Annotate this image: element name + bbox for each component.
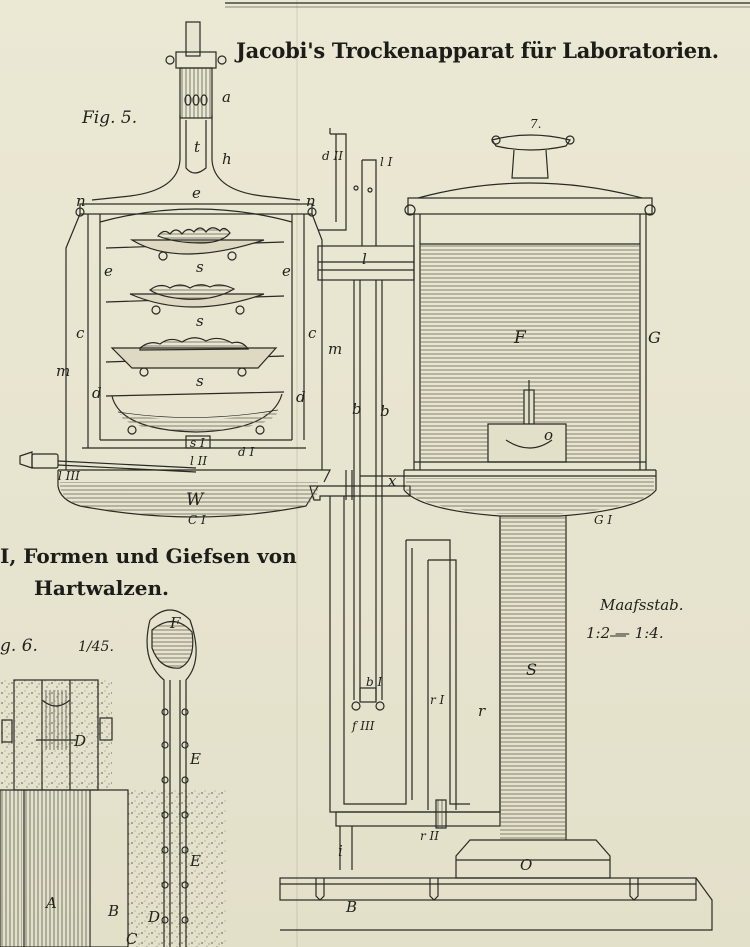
label-r: r [478,702,486,720]
label-s1: s I [190,436,205,450]
scale-title: Maafsstab. [600,596,684,614]
reservoir-vessel [279,134,713,931]
connecting-pipes [309,128,501,870]
label-W: W [186,490,204,510]
label-t: t [194,138,201,156]
label-n-right: n [306,192,316,210]
label-s-2: s [196,312,204,330]
label-b-right: b [380,402,390,420]
label-e-right: e [282,262,291,280]
plate-fold-crease [296,0,298,947]
fig5-drying-vessel [19,21,331,518]
label-h: h [222,150,232,168]
label-c-left: c [76,324,85,342]
label-b-left: b [352,400,362,418]
label-e-left: e [104,262,113,280]
label-O: O [520,856,533,874]
label-l: l [362,250,367,268]
label-C: C [126,930,138,947]
label-l3: l III [58,469,80,483]
label-m-left: m [56,362,71,380]
label-G: G [648,328,661,347]
label-G1: G I [594,513,613,527]
label-o: o [544,426,554,444]
fig6-caption: g. 6. [0,636,38,656]
scale-ratios: 1:2 — 1:4. [586,624,664,642]
section-title-line2: Hartwalzen. [34,576,169,600]
label-lid: 7. [530,117,542,131]
label-D-upper: D [74,732,87,750]
fig6-scale: 1/45. [78,639,114,655]
label-A: A [46,894,57,912]
label-i: i [338,842,343,860]
label-B-mould: B [108,902,120,920]
label-C1: C I [188,513,206,527]
label-s-1: s [196,258,204,276]
label-d2: d II [322,149,343,163]
label-s-3: s [196,372,204,390]
label-x: x [388,472,397,490]
label-r1: r I [430,693,445,707]
main-title: Jacobi's Trockenapparat für Laboratorien… [236,38,719,63]
label-a: a [222,88,231,106]
section-title-line1: I, Formen und Giefsen von [0,544,297,568]
label-l1: l I [380,155,393,169]
label-d-left: d [92,384,102,402]
label-E-lower: E [190,852,201,870]
label-c-right: c [308,324,317,342]
label-E-upper: E [190,750,201,768]
label-D-lower: D [148,908,161,926]
label-n-left: n [76,192,86,210]
label-f3: f III [352,719,375,733]
label-F-reservoir: F [514,328,526,348]
label-d-right: d [296,388,306,406]
label-l2: l II [190,454,208,468]
label-e-top: e [192,184,201,202]
label-S: S [526,660,537,679]
fig5-caption: Fig. 5. [82,108,138,128]
label-B-floor: B [346,898,358,916]
label-b1: b I [366,675,383,689]
label-r2: r II [420,829,440,843]
label-F-funnel: F [170,614,181,632]
label-d1: d I [238,445,255,459]
fig6-roll-mould [0,609,226,947]
label-m-mid: m [328,340,343,358]
